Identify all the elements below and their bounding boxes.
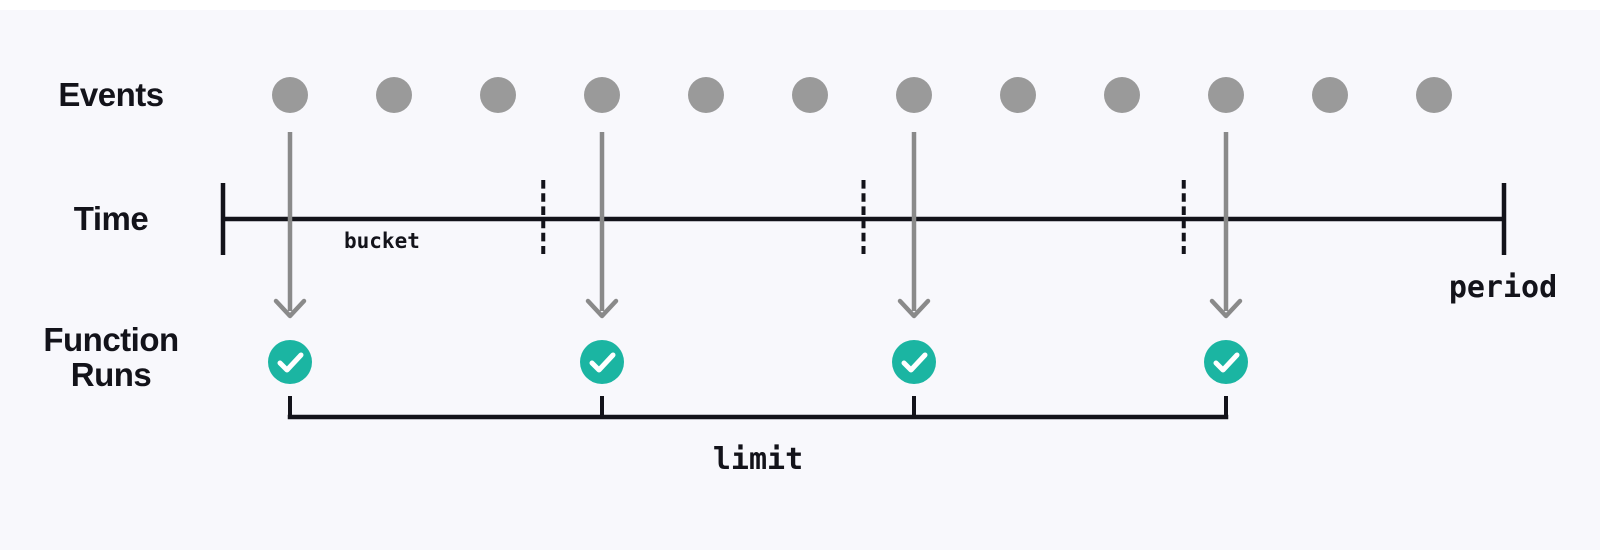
event-dot [1416, 77, 1452, 113]
period-annotation: period [1448, 270, 1558, 305]
function-run-badge [892, 340, 936, 384]
event-dot [1312, 77, 1348, 113]
function-runs-row-label: Function Runs [0, 322, 222, 392]
limit-annotation: limit [712, 442, 804, 477]
function-run-badge [580, 340, 624, 384]
event-dot [584, 77, 620, 113]
arrow-down-icon [1209, 298, 1243, 319]
event-dot [376, 77, 412, 113]
check-icon [1213, 352, 1240, 373]
bucket-annotation: bucket [344, 229, 420, 253]
event-dot [1208, 77, 1244, 113]
function-run-badge [1204, 340, 1248, 384]
events-row-label: Events [58, 76, 164, 113]
event-dot [272, 77, 308, 113]
event-dot [1104, 77, 1140, 113]
check-icon [277, 352, 304, 373]
event-dot [480, 77, 516, 113]
function-runs-label-line1: Function [43, 321, 179, 358]
event-dot [688, 77, 724, 113]
arrow-down-icon [273, 298, 307, 319]
check-icon [901, 352, 928, 373]
event-dot [1000, 77, 1036, 113]
event-dot [792, 77, 828, 113]
function-run-badge [268, 340, 312, 384]
time-row-label: Time [73, 200, 149, 237]
check-icon [589, 352, 616, 373]
event-dot [896, 77, 932, 113]
function-runs-label-line2: Runs [70, 356, 152, 393]
arrow-down-icon [897, 298, 931, 319]
arrow-down-icon [585, 298, 619, 319]
